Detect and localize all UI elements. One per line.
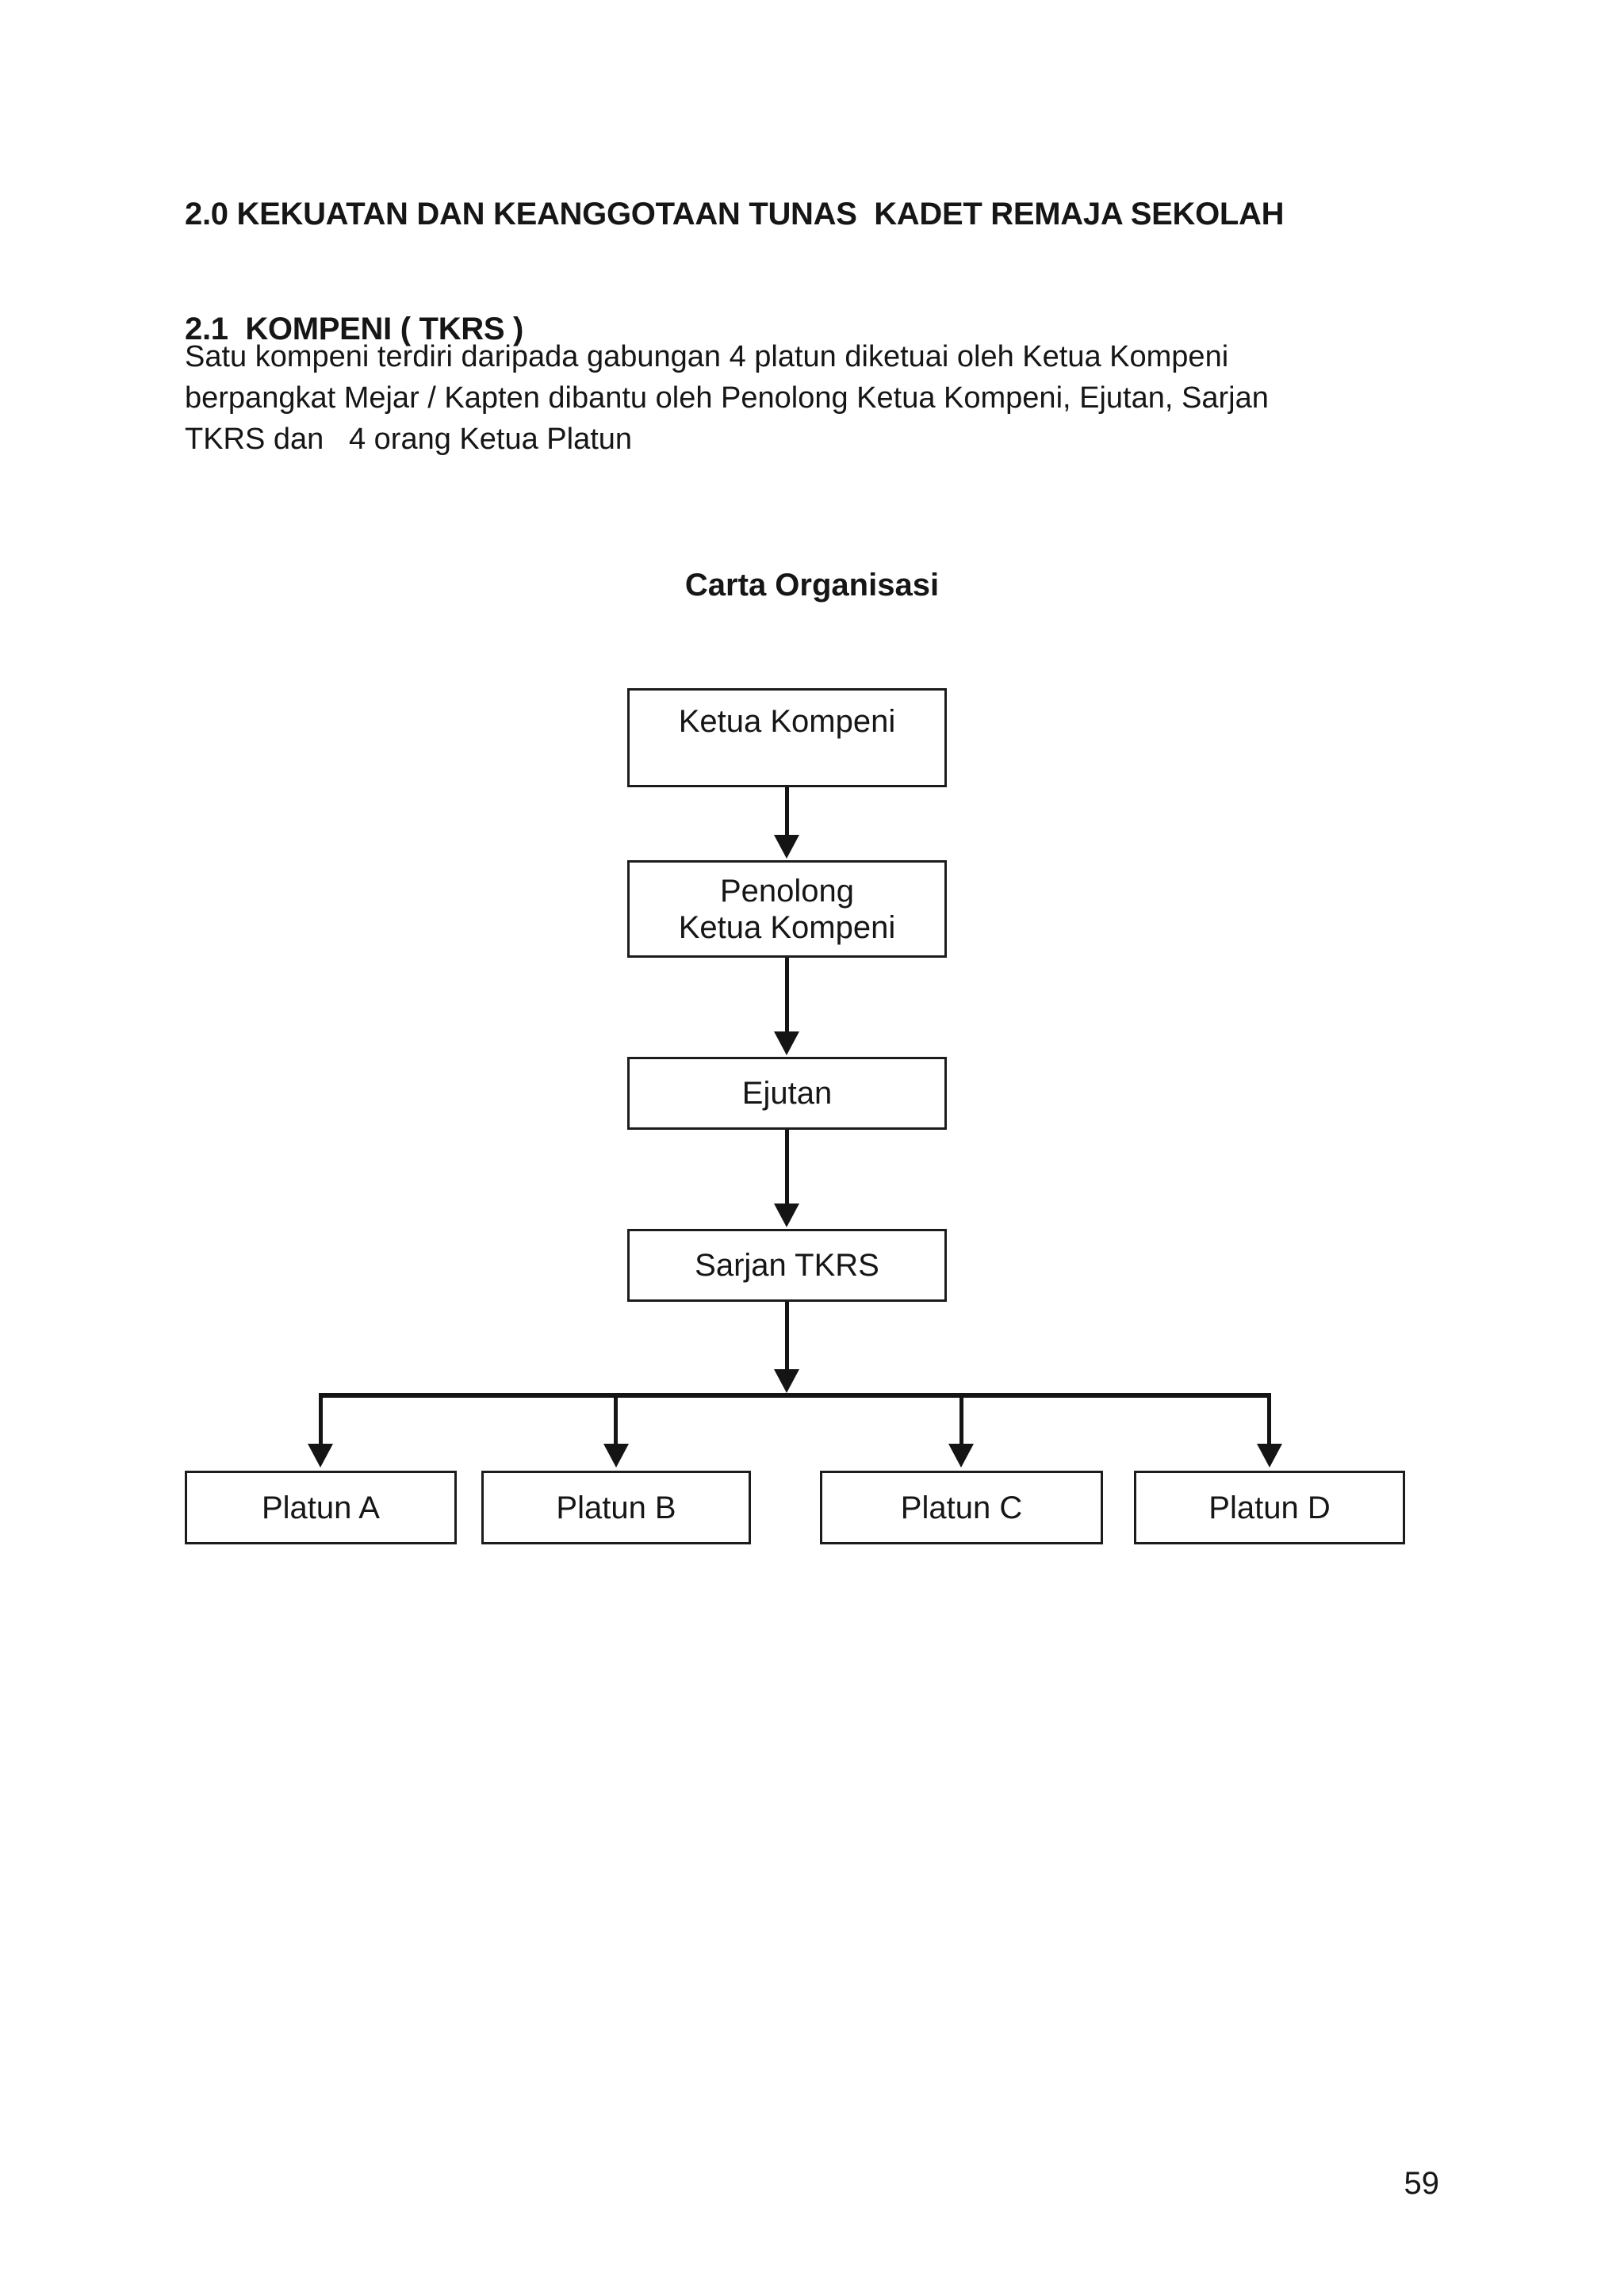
arrowhead-down-3-icon bbox=[774, 1203, 799, 1227]
org-node-label: Ejutan bbox=[741, 1076, 833, 1111]
connector-drop-c bbox=[959, 1393, 963, 1445]
connector-stem bbox=[785, 1302, 789, 1372]
org-node-sarjan-tkrs: Sarjan TKRS bbox=[627, 1229, 947, 1302]
arrowhead-down-d-icon bbox=[1257, 1444, 1282, 1468]
org-node-label: Platun A bbox=[261, 1490, 380, 1525]
section-heading: 2.0 KEKUATAN DAN KEANGGOTAAN TUNAS KADET… bbox=[185, 197, 1285, 232]
org-node-label: Platun C bbox=[900, 1490, 1023, 1525]
org-node-platun-d: Platun D bbox=[1134, 1471, 1405, 1544]
org-node-platun-a: Platun A bbox=[185, 1471, 457, 1544]
arrowhead-down-a-icon bbox=[308, 1444, 333, 1468]
page-number: 59 bbox=[1404, 2166, 1440, 2201]
org-node-platun-b: Platun B bbox=[481, 1471, 751, 1544]
org-node-penolong-ketua-kompeni: Penolong Ketua Kompeni bbox=[627, 860, 947, 958]
arrowhead-down-b-icon bbox=[603, 1444, 629, 1468]
subsection-heading: 2.1 KOMPENI ( TKRS ) bbox=[185, 312, 524, 346]
org-node-label: Ketua Kompeni bbox=[678, 704, 896, 739]
arrowhead-down-1-icon bbox=[774, 835, 799, 859]
org-node-label: Platun B bbox=[556, 1490, 676, 1525]
intro-paragraph: Satu kompeni terdiri daripada gabungan 4… bbox=[185, 340, 1269, 456]
connector-drop-d bbox=[1267, 1393, 1271, 1445]
connector-drop-a bbox=[319, 1393, 323, 1445]
org-node-label: Sarjan TKRS bbox=[695, 1248, 879, 1283]
arrowhead-down-stem-icon bbox=[774, 1369, 799, 1393]
connector-drop-b bbox=[614, 1393, 618, 1445]
connector-line-2 bbox=[785, 958, 789, 1033]
org-node-ketua-kompeni: Ketua Kompeni bbox=[627, 688, 947, 787]
branch-line bbox=[319, 1393, 1270, 1398]
arrowhead-down-2-icon bbox=[774, 1031, 799, 1055]
org-node-platun-c: Platun C bbox=[820, 1471, 1103, 1544]
connector-line-1 bbox=[785, 787, 789, 836]
org-chart-title: Carta Organisasi bbox=[684, 568, 940, 603]
org-node-label: Penolong Ketua Kompeni bbox=[678, 873, 896, 945]
arrowhead-down-c-icon bbox=[948, 1444, 974, 1468]
org-node-label: Platun D bbox=[1208, 1490, 1331, 1525]
org-node-ejutan: Ejutan bbox=[627, 1057, 947, 1130]
connector-line-3 bbox=[785, 1130, 789, 1205]
org-chart: Ketua Kompeni Penolong Ketua Kompeni Eju… bbox=[0, 674, 1624, 1554]
